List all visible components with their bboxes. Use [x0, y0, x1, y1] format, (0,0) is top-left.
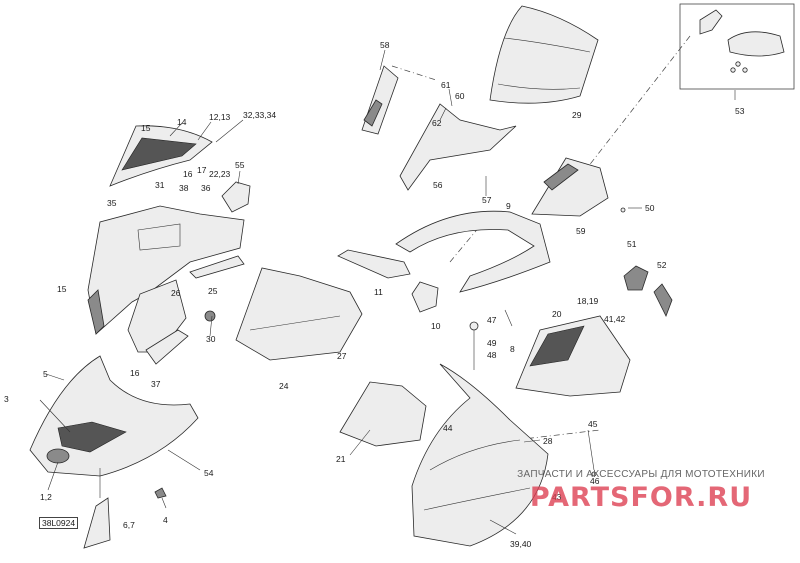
console-panel-part [87, 205, 245, 335]
inset-bracket-part [699, 9, 723, 35]
callout-label: 58 [380, 40, 390, 50]
callout-label: 12,13 [209, 112, 231, 122]
callout-label: 18,19 [577, 296, 599, 306]
callout-label: 11 [374, 287, 383, 297]
lower-console-part [235, 267, 363, 361]
callout-label: 26 [171, 288, 181, 298]
callout-label: 16 [183, 169, 193, 179]
callout-label: 61 [441, 80, 451, 90]
callout-label: 14 [177, 117, 187, 127]
bolt-50 [620, 207, 626, 213]
callout-label: 37 [151, 379, 161, 389]
callout-label: 55 [235, 160, 245, 170]
bracket-55-part [221, 181, 251, 213]
callout-label: 25 [208, 286, 218, 296]
callout-label: 59 [576, 226, 586, 236]
figure-code-label: 38L0924 [39, 517, 79, 529]
housing-10-part [411, 281, 439, 313]
callout-label: 8 [510, 344, 515, 354]
callout-label: 6,7 [123, 520, 135, 530]
callout-label: 41,42 [604, 314, 626, 324]
callout-label: 53 [735, 106, 745, 116]
callout-label: 44 [443, 423, 453, 433]
callout-label: 49 [487, 338, 497, 348]
callout-label: 22,23 [209, 169, 231, 179]
strip-25-part [189, 255, 245, 279]
callout-label: 39,40 [510, 539, 532, 549]
callout-label: 51 [627, 239, 637, 249]
frame-9-part [395, 210, 551, 293]
callout-label: 21 [336, 454, 346, 464]
grommet-30 [204, 310, 216, 322]
trim-11-part [337, 249, 411, 279]
windshield-part [489, 5, 599, 104]
callout-label: 48 [487, 350, 497, 360]
callout-label: 46 [590, 476, 600, 486]
side-bracket-part [361, 65, 399, 135]
callout-label: 15 [141, 123, 151, 133]
connector-51-part [623, 265, 649, 291]
callout-label: 3 [4, 394, 9, 404]
deflector-part [399, 103, 517, 191]
panel-59-part [531, 157, 609, 217]
dashdot-leader-2 [391, 65, 437, 81]
callout-label: 30 [206, 334, 216, 344]
callout-label: 45 [588, 419, 598, 429]
dashdot-leader-1 [583, 35, 691, 173]
callout-label: 52 [657, 260, 667, 270]
leader-lines [39, 49, 642, 535]
callout-label: 57 [482, 195, 492, 205]
clip-4-part [154, 487, 167, 499]
callout-label: 47 [487, 315, 497, 325]
callout-label: 4 [163, 515, 168, 525]
callout-label: 24 [279, 381, 289, 391]
callout-label: 27 [337, 351, 347, 361]
callout-label: 16 [130, 368, 140, 378]
callout-label: 62 [432, 118, 442, 128]
panel-21-part [339, 381, 427, 447]
callout-label: 36 [201, 183, 211, 193]
callout-label: 10 [431, 321, 441, 331]
inset-frame [679, 3, 795, 90]
callout-label: 54 [204, 468, 214, 478]
callout-label: 32,33,34 [243, 110, 277, 120]
inset-cover-part [727, 31, 785, 57]
light-opening [46, 448, 70, 464]
side-panel-41-part [515, 315, 631, 397]
callout-label: 50 [645, 203, 655, 213]
callout-label: 31 [155, 180, 165, 190]
callout-label: 29 [572, 110, 582, 120]
callout-label: 56 [433, 180, 443, 190]
watermark: ЗАПЧАСТИ И АКСЕССУАРЫ ДЛЯ МОТОТЕХНИКИ PA… [496, 469, 786, 513]
callout-label: 28 [543, 436, 553, 446]
connector-52-part [653, 283, 673, 317]
callout-label: 20 [552, 309, 562, 319]
callout-label: 43 [552, 492, 562, 502]
watermark-brand: PARTSFOR.RU [529, 482, 753, 513]
callout-label: 38 [179, 183, 189, 193]
side-panel-39-part [411, 363, 549, 547]
clip-37-part [145, 329, 189, 365]
callout-label: 5 [43, 369, 48, 379]
callout-label: 15 [57, 284, 67, 294]
callout-label: 35 [107, 198, 117, 208]
strip-6-part [83, 497, 111, 549]
callout-label: 60 [455, 91, 465, 101]
callout-label: 17 [197, 165, 207, 175]
callout-label: 1,2 [40, 492, 52, 502]
callout-label: 9 [506, 201, 511, 211]
watermark-tagline: ЗАПЧАСТИ И АКСЕССУАРЫ ДЛЯ МОТОТЕХНИКИ [517, 469, 765, 480]
